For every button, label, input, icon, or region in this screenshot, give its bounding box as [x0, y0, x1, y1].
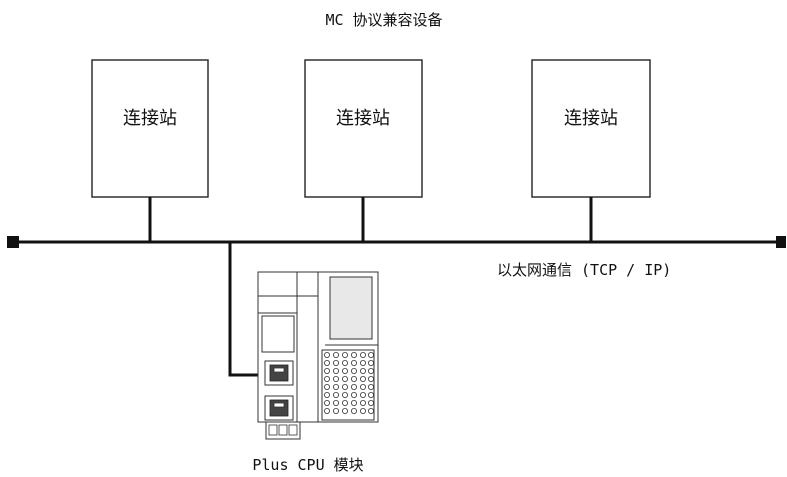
station-1: 连接站 [91, 59, 209, 198]
diagram-title: MC 协议兼容设备 [325, 11, 442, 29]
io-pin [323, 383, 330, 390]
io-pin [332, 367, 339, 374]
plc-display [329, 276, 373, 340]
io-pin [323, 391, 330, 398]
io-pin [332, 399, 339, 406]
plc-cover-panel [261, 315, 295, 353]
io-pin [332, 351, 339, 358]
station-2-box [304, 59, 423, 198]
station-2: 连接站 [304, 59, 423, 198]
io-pin [359, 383, 366, 390]
io-pin [323, 351, 330, 358]
station-3: 连接站 [531, 59, 651, 198]
io-pin [332, 375, 339, 382]
io-pin [359, 391, 366, 398]
io-pin [367, 399, 374, 406]
station-1-label: 连接站 [123, 108, 177, 129]
io-pin [359, 407, 366, 414]
io-pin [341, 351, 348, 358]
io-pin [350, 383, 357, 390]
power-terminal [265, 421, 301, 440]
io-pin [367, 359, 374, 366]
port-1-jack [269, 364, 289, 382]
io-pin [341, 407, 348, 414]
io-pin [341, 359, 348, 366]
io-pin [350, 359, 357, 366]
io-pins [323, 351, 374, 414]
io-pin [367, 383, 374, 390]
io-pin [350, 367, 357, 374]
plc-module [257, 271, 379, 440]
io-pin [341, 399, 348, 406]
io-pin [341, 367, 348, 374]
io-pin [350, 407, 357, 414]
station-2-label: 连接站 [336, 108, 390, 129]
io-pin [359, 367, 366, 374]
station-1-box [91, 59, 209, 198]
io-pin [367, 391, 374, 398]
io-pin [359, 375, 366, 382]
port-2-jack [269, 399, 289, 417]
io-pin [350, 391, 357, 398]
io-pin [350, 375, 357, 382]
io-pin [332, 391, 339, 398]
io-pin [359, 359, 366, 366]
io-pin [323, 375, 330, 382]
station-3-box [531, 59, 651, 198]
io-pin [341, 375, 348, 382]
io-pin [367, 351, 374, 358]
ethernet-bus [7, 236, 786, 248]
io-pin [323, 367, 330, 374]
io-pin [341, 391, 348, 398]
io-pin [341, 383, 348, 390]
io-pin [359, 399, 366, 406]
io-pin [359, 351, 366, 358]
ethernet-port-1 [264, 360, 294, 386]
io-pin [350, 399, 357, 406]
io-terminal-block [321, 349, 375, 421]
io-pin [323, 359, 330, 366]
io-pin [332, 383, 339, 390]
bus-left-terminator [7, 236, 19, 248]
io-pin [367, 367, 374, 374]
module-label: Plus CPU 模块 [252, 456, 363, 474]
io-pin [350, 351, 357, 358]
io-pin [367, 407, 374, 414]
io-pin [332, 359, 339, 366]
network-label: 以太网通信 (TCP / IP) [497, 261, 671, 279]
io-pin [332, 407, 339, 414]
io-pin [367, 375, 374, 382]
ethernet-port-2 [264, 395, 294, 421]
io-pin [323, 399, 330, 406]
io-pin [323, 407, 330, 414]
station-3-label: 连接站 [564, 108, 618, 129]
bus-right-terminator [776, 236, 786, 248]
